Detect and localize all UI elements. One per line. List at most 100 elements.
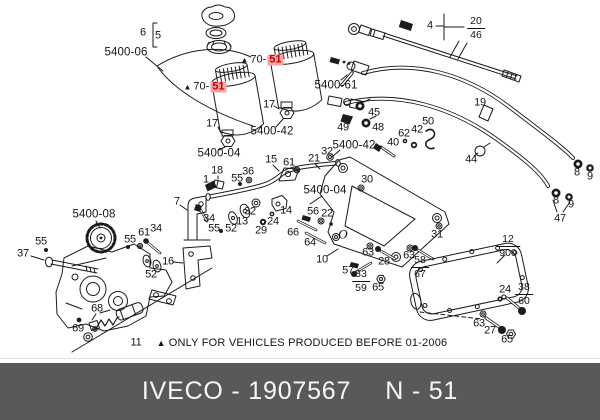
part-number-label: 32	[244, 205, 256, 218]
part-number-label: 11	[130, 336, 142, 349]
part-number-label: 64	[304, 236, 316, 249]
part-number-label: 47	[554, 212, 566, 225]
stacked-label-bottom: 60	[515, 293, 533, 307]
part-number-label: 42	[411, 123, 423, 136]
part-number-label: 52	[225, 222, 237, 235]
part-number-label: 30	[361, 173, 373, 186]
part-number-label: 65	[501, 333, 513, 346]
part-number-label: 61	[283, 156, 295, 169]
part-number-label: 68	[91, 302, 103, 315]
part-number-label: 17	[206, 117, 218, 130]
part-number-label: 28	[378, 255, 390, 268]
warning-triangle-icon: ▲	[240, 55, 249, 64]
part-number-label: 18	[211, 164, 223, 177]
stacked-label-top: 20	[470, 15, 482, 27]
stacked-label-bottom: 67	[411, 266, 429, 280]
production-note-text: ONLY FOR VEHICLES PRODUCED BEFORE 01-200…	[168, 337, 448, 349]
table-code: N - 51	[385, 377, 459, 405]
part-number-label: 56	[307, 205, 319, 218]
part-number-label: 61	[138, 226, 150, 239]
part-number-label: 9	[568, 198, 574, 211]
part-number-label: 29	[255, 224, 267, 237]
part-number-label: 37	[17, 247, 29, 260]
footer-bar: IVECO - 1907567 N - 51	[0, 363, 600, 420]
warning-triangle-icon: ▲	[183, 82, 192, 91]
stacked-label-top: 33	[355, 268, 367, 280]
part-number-label: 36	[242, 165, 254, 178]
part-number-label: 7	[174, 195, 180, 208]
stacked-label-top: 58	[414, 254, 426, 266]
part-number-label: 19	[474, 96, 486, 109]
part-number-label: 40	[387, 136, 399, 149]
part-number-label: 31	[431, 228, 443, 241]
part-number-label: 21	[308, 152, 320, 165]
part-number-label: 5	[155, 29, 161, 42]
part-number-label: 49	[337, 121, 349, 134]
assembly-ref-label: 5400-04	[197, 147, 241, 160]
part-number-label: 34	[150, 222, 162, 235]
part-number-label: 34	[203, 212, 215, 225]
part-number-label: 24	[267, 215, 279, 228]
stacked-label-bottom: 900	[496, 245, 520, 259]
filler-cap	[145, 4, 236, 72]
tube-fittings	[331, 98, 436, 158]
part-number-label: 63	[473, 317, 485, 330]
part-number-label: 8	[553, 194, 559, 207]
part-number-label: 62	[398, 127, 410, 140]
part-number-label: 55	[208, 222, 220, 235]
part-number-label: 9	[587, 170, 593, 183]
part-number-label: 63	[403, 249, 415, 262]
part-number-label: 63	[362, 246, 374, 259]
part-number-label: 50	[422, 115, 434, 128]
part-number-label: 14	[280, 204, 292, 217]
stacked-label-top: 38	[518, 281, 530, 293]
production-note: ▲ONLY FOR VEHICLES PRODUCED BEFORE 01-20…	[157, 337, 448, 349]
stacked-label-top: 12	[502, 233, 514, 245]
part-number-label: 6	[140, 26, 146, 39]
part-number-label: 24	[499, 283, 511, 296]
part-number-label: 1	[203, 173, 209, 186]
part-number-label: 55	[35, 235, 47, 248]
part-number-label: 4	[427, 19, 433, 32]
part-number-label: 52	[145, 268, 157, 281]
part-number-label: 65	[372, 281, 384, 294]
footer-divider	[0, 358, 600, 359]
highlighted-label-prefix: 70-	[193, 80, 210, 93]
oil-cooler	[409, 242, 529, 339]
part-number-label: 22	[321, 207, 333, 220]
assembly-ref-label: 5400-61	[314, 79, 358, 92]
part-number-label: 32	[321, 145, 333, 158]
part-number-label: 55	[124, 233, 136, 246]
part-number-label: 57	[342, 264, 354, 277]
part-number-label: 27	[484, 324, 496, 337]
highlighted-part-label[interactable]: ▲70-51	[240, 53, 284, 66]
highlighted-part-label[interactable]: ▲70-51	[183, 80, 227, 93]
highlighted-part-chip[interactable]: 51	[210, 80, 227, 93]
part-number-label: 48	[372, 121, 384, 134]
warning-triangle-icon: ▲	[156, 338, 166, 348]
part-number-label: 16	[162, 255, 174, 268]
highlighted-label-prefix: 70-	[250, 53, 267, 66]
highlighted-part-chip[interactable]: 51	[267, 53, 284, 66]
part-number-label: 13	[236, 215, 248, 228]
part-number-label: 17	[263, 98, 275, 111]
assembly-ref-label: 5400-42	[332, 139, 376, 152]
part-number-label: 44	[465, 153, 477, 166]
engine-cover-outline	[156, 48, 254, 127]
part-marking: O	[338, 226, 348, 242]
part-number-label: 55	[231, 172, 243, 185]
stacked-label-bottom: 59	[352, 280, 370, 294]
oil-filter-left	[211, 62, 265, 151]
stacked-label-bottom: 46	[467, 27, 485, 41]
assembly-ref-label: 5400-42	[250, 125, 294, 138]
assembly-ref-label: 5400-04	[303, 184, 347, 197]
drain-pipe	[205, 153, 341, 205]
part-number-label: 8	[574, 166, 580, 179]
